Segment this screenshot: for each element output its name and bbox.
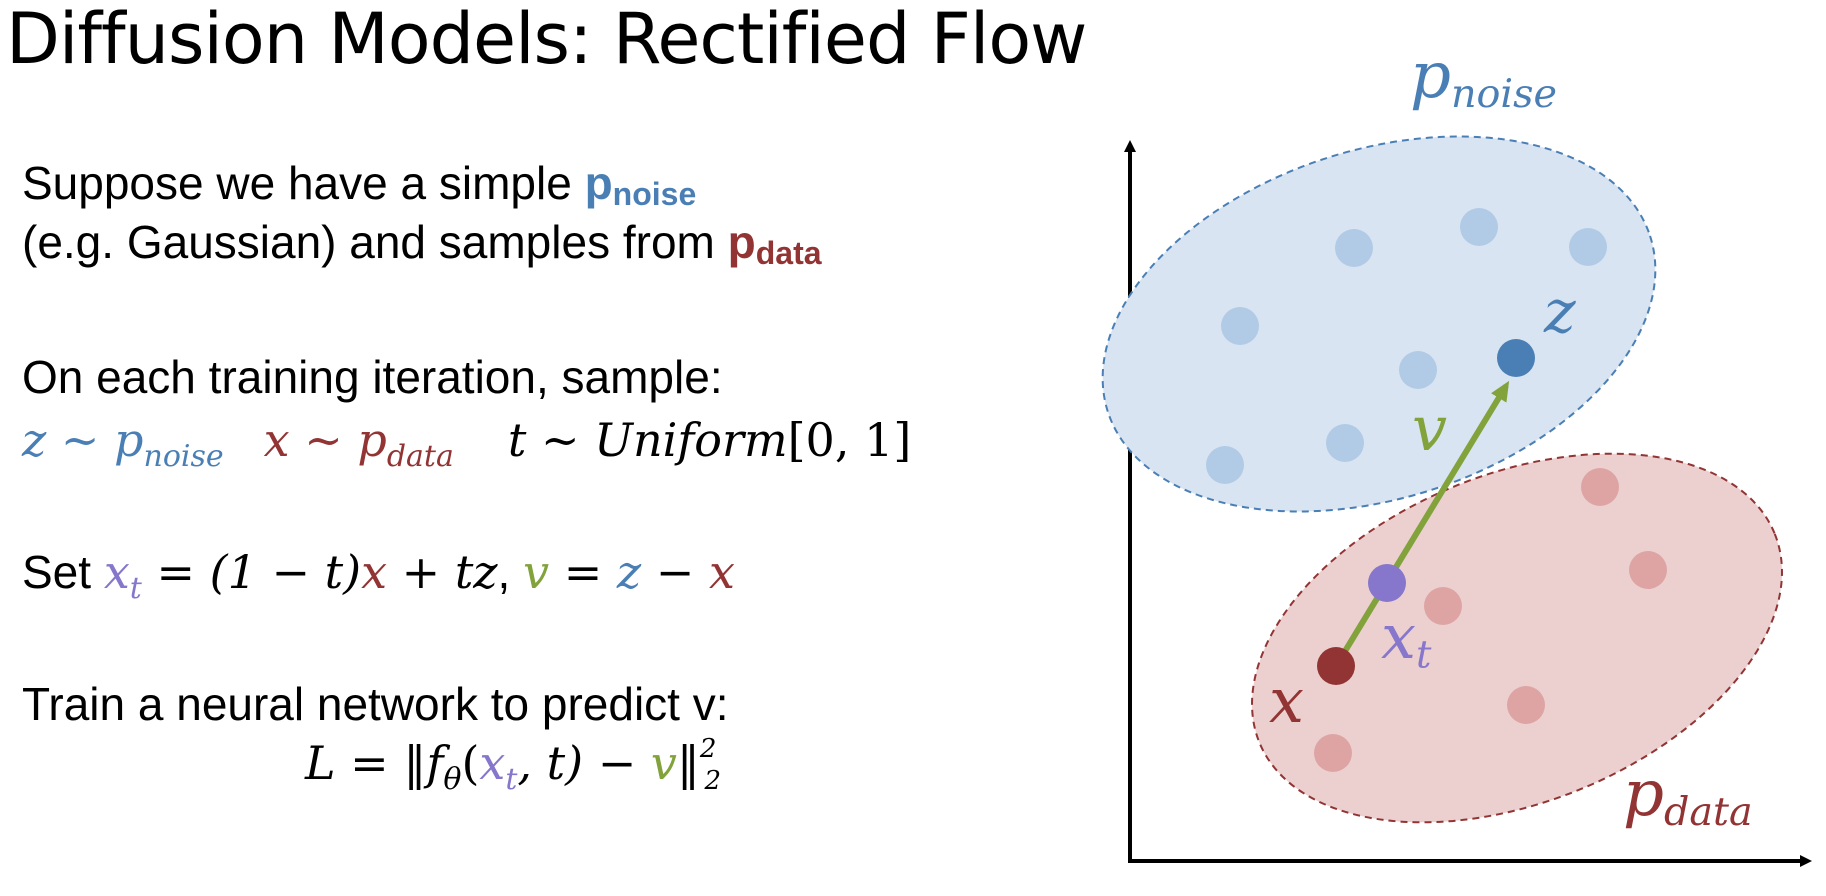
norm-close: ‖ (676, 736, 700, 790)
intro-line-2-text: (e.g. Gaussian) and samples from (22, 216, 728, 269)
z-term: z (616, 545, 642, 599)
loss-equation: L = ‖fθ(xt, t) − v‖22 (305, 734, 721, 797)
uniform-text: Uniform (594, 413, 788, 468)
p-data-term: pdata (727, 216, 822, 272)
paren-open: ( (461, 736, 480, 790)
p-noise-subscript: noise (612, 176, 697, 212)
intro-line-1: Suppose we have a simple pnoise (22, 157, 697, 212)
p-noise-label-sub: noise (1450, 70, 1557, 117)
loss-xt-x: x (479, 736, 506, 790)
theta-subscript: θ (443, 762, 462, 797)
noise-sample-dot (1206, 446, 1244, 484)
p-data-label-p: p (1623, 757, 1664, 831)
noise-sample-dot (1335, 229, 1373, 267)
x-sampling: x ~ pdata (263, 413, 454, 474)
x-label: x (1269, 664, 1304, 737)
z-symbol: z (22, 413, 47, 468)
sampling-text: On each training iteration, sample: z ~ … (22, 350, 911, 475)
z-label: z (1544, 277, 1576, 347)
p-symbol: p (114, 413, 144, 468)
data-sample-dot (1314, 734, 1352, 772)
xt-label: xt (1381, 606, 1431, 675)
tilde-symbol: ~ (526, 413, 595, 468)
comma-t: , t) (517, 736, 584, 790)
xt-term: xt (103, 545, 142, 606)
loss-v: v (650, 736, 677, 790)
comma: , (497, 546, 524, 598)
intro-line-1-text: Suppose we have a simple (22, 157, 585, 209)
x-symbol: x (263, 413, 290, 468)
slide-title: Diffusion Models: Rectified Flow (6, 0, 1087, 80)
norm-open: ‖ (403, 736, 427, 790)
p-data-subscript: data (755, 235, 822, 272)
set-label: Set (22, 546, 104, 598)
noise-sample-dot (1569, 228, 1607, 266)
noise-sample-dot (1460, 208, 1498, 246)
p-data-label: pdata (1623, 762, 1753, 833)
velocity-arrow (1333, 380, 1510, 668)
x-point (1317, 647, 1355, 685)
intro-text: Suppose we have a simple pnoise (e.g. Ga… (22, 156, 822, 273)
xt-x: x (103, 545, 130, 599)
noise-distribution-region (1101, 135, 1657, 513)
train-text: Train a neural network to predict v: (22, 678, 729, 730)
x-term: x (361, 545, 388, 599)
equals-sign: = (335, 736, 404, 790)
loss-L: L (305, 736, 336, 790)
p-symbol: p (357, 413, 387, 468)
noise-sample-dot (1326, 424, 1364, 462)
xt-label-x: x (1381, 600, 1416, 673)
tilde-symbol: ~ (46, 413, 115, 468)
p-noise-letter: p (584, 157, 613, 209)
noise-subscript: noise (143, 439, 224, 475)
set-equation: Set xt = (1 − t)x + tz, v = z − x (22, 545, 735, 607)
minus-sign: − (641, 545, 709, 599)
noise-samples (1206, 208, 1607, 484)
xt-subscript: t (129, 571, 142, 606)
data-samples (1314, 468, 1667, 772)
equals-sign: = (141, 545, 210, 599)
noise-sample-dot (1221, 307, 1259, 345)
data-distribution-region (1251, 452, 1783, 824)
minus-sign: − (583, 736, 651, 790)
z-point (1497, 339, 1535, 377)
sampling-heading: On each training iteration, sample: (22, 351, 723, 403)
p-noise-label-p: p (1410, 39, 1451, 113)
f-symbol: f (426, 736, 444, 790)
v-term: v (523, 545, 550, 599)
t-sampling: t ~ Uniform[0, 1] (508, 413, 911, 467)
v-label: v (1412, 392, 1448, 465)
norm-subscript: 2 (704, 766, 721, 796)
equals-sign: = (549, 545, 617, 599)
loss-xt-subscript: t (505, 762, 518, 797)
z-sampling: z ~ pnoise (22, 413, 224, 474)
plus-tz: + tz (387, 545, 498, 599)
tilde-symbol: ~ (289, 413, 358, 468)
data-sample-dot (1507, 686, 1545, 724)
data-sample-dot (1629, 551, 1667, 589)
loss-xt: xt (479, 736, 517, 797)
p-noise-term: pnoise (584, 157, 697, 212)
p-noise-label: pnoise (1410, 44, 1557, 115)
intro-line-2: (e.g. Gaussian) and samples from pdata (22, 215, 822, 272)
p-data-letter: p (727, 216, 756, 269)
xt-point (1368, 564, 1406, 602)
x-term: x (708, 545, 735, 599)
t-symbol: t (507, 413, 527, 468)
p-data-label-sub: data (1663, 788, 1753, 835)
data-subscript: data (386, 439, 454, 475)
data-sample-dot (1424, 587, 1462, 625)
uniform-range: [0, 1] (787, 413, 912, 468)
data-sample-dot (1581, 468, 1619, 506)
norm-superscript: 2 (699, 734, 717, 764)
noise-sample-dot (1399, 351, 1437, 389)
one-minus-t: (1 − t) (209, 545, 362, 599)
xt-label-sub: t (1415, 632, 1432, 678)
